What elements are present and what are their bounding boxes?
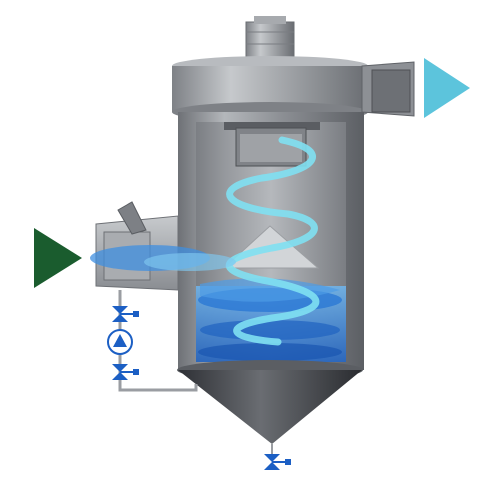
vessel-lid [172, 56, 368, 122]
pump-icon [107, 329, 133, 355]
vortex-spiral [225, 136, 320, 346]
inlet-duct [90, 201, 236, 291]
valve-icon [264, 454, 291, 470]
outlet-duct [361, 61, 415, 117]
vortex-finder [224, 122, 320, 167]
valve-icon [112, 306, 139, 322]
vessel-cone [177, 360, 363, 444]
top-motor [245, 16, 295, 61]
valve-icon [112, 364, 139, 380]
inlet-arrow [34, 228, 82, 288]
outlet-arrow [424, 58, 470, 118]
